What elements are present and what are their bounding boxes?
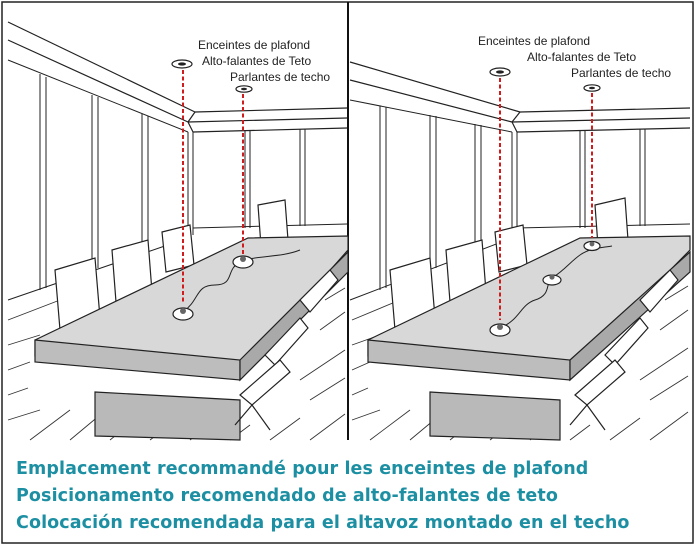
caption: Emplacement recommandé pour les enceinte…: [16, 456, 686, 537]
label-fr: Enceintes de plafond: [478, 34, 590, 48]
left-guide-lines: [182, 70, 244, 304]
left-chairs: [54, 199, 289, 331]
label-es: Parlantes de techo: [230, 70, 330, 84]
left-ceiling-speakers: [171, 59, 253, 93]
right-front-chairs: [569, 269, 679, 431]
caption-es: Colocación recomendada para el altavoz m…: [16, 513, 630, 533]
right-ceiling-speakers: [489, 67, 601, 92]
table-microphone-icon: [172, 307, 194, 321]
table-microphone-icon: [542, 274, 562, 286]
ceiling-speaker-icon: [489, 67, 511, 77]
right-panel: Enceintes de plafond Alto-falantes de Te…: [349, 34, 691, 441]
ceiling-speaker-icon: [235, 85, 253, 93]
right-guide-lines: [499, 78, 593, 320]
left-ceiling: [7, 21, 348, 133]
ceiling-speaker-icon: [583, 84, 601, 92]
right-microphones: [489, 240, 613, 337]
caption-pt: Posicionamento recomendado de alto-falan…: [16, 486, 558, 506]
table-microphone-icon: [583, 240, 601, 252]
caption-fr: Emplacement recommandé pour les enceinte…: [16, 459, 589, 479]
table-microphone-icon: [232, 255, 254, 269]
left-floor: [7, 287, 346, 441]
label-pt: Alto-falantes de Teto: [202, 54, 312, 68]
table-microphone-icon: [489, 323, 511, 337]
ceiling-speaker-icon: [171, 59, 193, 69]
right-ceiling: [349, 61, 691, 133]
label-pt: Alto-falantes de Teto: [527, 50, 637, 64]
left-microphones: [172, 249, 301, 321]
left-front-chairs: [234, 269, 339, 431]
label-fr: Enceintes de plafond: [198, 38, 310, 52]
label-es: Parlantes de techo: [571, 66, 671, 80]
left-panel: Enceintes de plafond Alto-falantes de Te…: [7, 21, 349, 441]
